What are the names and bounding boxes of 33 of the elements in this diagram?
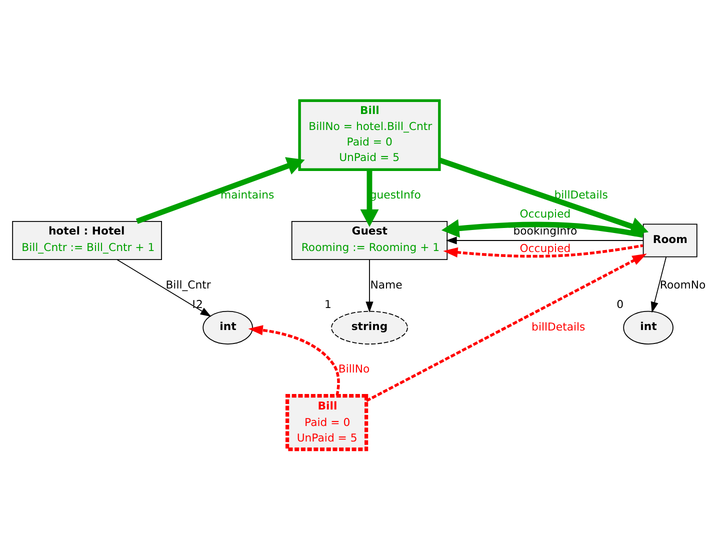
node-label: 1	[324, 298, 332, 312]
arrow	[441, 219, 644, 238]
arrow	[116, 259, 212, 317]
edge-label: BillNo	[338, 362, 370, 376]
edge-label: guestInfo	[370, 188, 421, 202]
node-ellipse: string	[331, 310, 408, 344]
node-box: Bill Paid = 0 UnPaid = 5	[285, 394, 368, 452]
arrow	[650, 256, 667, 313]
arrow	[136, 157, 305, 224]
edge-label: maintains	[220, 188, 274, 202]
node-label: !2	[192, 298, 203, 312]
arrow	[443, 244, 644, 258]
edge-label: billDetails	[532, 320, 586, 334]
arrow	[366, 254, 647, 402]
node-box: Room	[642, 224, 698, 258]
node-box: hotel : Hotel Bill_Cntr := Bill_Cntr + 1	[12, 220, 162, 260]
edge-label: billDetails	[554, 188, 608, 202]
edge-label: Bill_Cntr	[166, 278, 211, 292]
edge-label: Occupied	[520, 242, 571, 255]
edge-label: Name	[370, 278, 402, 292]
arrow	[438, 158, 649, 236]
edge-label: bookingInfo	[513, 224, 578, 238]
node-label: 0	[616, 298, 624, 312]
node-box: Guest Rooming := Rooming + 1	[291, 220, 448, 260]
arrow	[248, 325, 340, 396]
arrow	[446, 236, 644, 244]
arrow	[366, 259, 374, 313]
edge-label: RoomNo	[660, 278, 706, 292]
node-ellipse: int	[202, 310, 253, 344]
edge-label: Occupied	[520, 207, 571, 220]
arrow	[360, 170, 379, 228]
node-ellipse: int	[623, 310, 674, 344]
node-box: Bill BillNo = hotel.Bill_Cntr Paid = 0 UnPaid = 5	[298, 99, 441, 172]
